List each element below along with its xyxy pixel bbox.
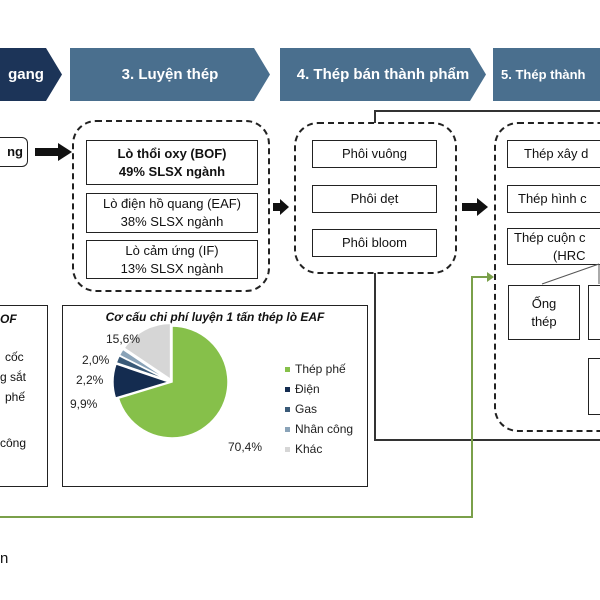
bof-panel: OF cốc g sắt phế công bbox=[0, 305, 48, 487]
pie-chart bbox=[112, 322, 229, 439]
pie-label: 70,4% bbox=[228, 440, 263, 454]
hrc-branch-lines bbox=[541, 263, 600, 285]
finished-product-item: Thép cuộn c (HRC bbox=[507, 228, 600, 265]
item-label: Thép hình c bbox=[518, 191, 587, 207]
semi-product-item: Phôi dẹt bbox=[312, 185, 437, 213]
step-2-label: gang bbox=[8, 66, 44, 83]
item-label: Thép cuộn c (HRC bbox=[514, 229, 586, 263]
legend-label: Thép phế bbox=[295, 362, 346, 376]
connector-bottom bbox=[374, 439, 600, 441]
bof-panel-line: cốc bbox=[5, 350, 24, 364]
step-3-header: 3. Luyện thép bbox=[70, 48, 270, 101]
item-label: Phôi vuông bbox=[341, 146, 408, 162]
connector-bottom bbox=[374, 273, 376, 441]
legend-label: Gas bbox=[295, 402, 318, 416]
arrow-2-3-head bbox=[58, 143, 72, 161]
chart-legend: Thép phế Điện Gas Nhân công Khác bbox=[285, 359, 353, 459]
pie-slice-điện bbox=[112, 362, 172, 400]
legend-item: Thép phế bbox=[285, 359, 353, 379]
furnace-name: Lò điện hồ quang (EAF) bbox=[102, 196, 242, 212]
legend-swatch bbox=[285, 426, 290, 432]
item-label: Phôi dẹt bbox=[350, 191, 399, 207]
bof-panel-title: OF bbox=[0, 312, 17, 326]
arrow-2-3 bbox=[35, 148, 59, 156]
step-5-label: 5. Thép thành bbox=[501, 67, 586, 82]
item-label: Ống thép bbox=[531, 295, 557, 329]
legend-swatch bbox=[285, 386, 290, 392]
furnace-share: 49% SLSX ngành bbox=[118, 163, 226, 179]
step-4-label: 4. Thép bán thành phẩm bbox=[296, 66, 470, 83]
furnace-share: 13% SLSX ngành bbox=[120, 260, 224, 276]
step-2-header: gang bbox=[0, 48, 62, 101]
furnace-eaf: Lò điện hồ quang (EAF) 38% SLSX ngành bbox=[86, 193, 258, 233]
eaf-cost-chart-panel bbox=[62, 305, 368, 487]
legend-item: Điện bbox=[285, 379, 353, 399]
step-5-group bbox=[494, 122, 600, 432]
item-label: Phôi bloom bbox=[341, 235, 408, 251]
arrow-3-4 bbox=[273, 203, 281, 211]
finished-product-item: Thép xây d bbox=[507, 140, 600, 168]
finished-product-item: Thép hình c bbox=[507, 185, 600, 213]
pie-label: 2,0% bbox=[82, 353, 110, 367]
furnace-name: Lò thổi oxy (BOF) bbox=[117, 145, 227, 161]
sub-product-item bbox=[588, 285, 600, 340]
connector-top bbox=[374, 110, 600, 112]
chart-title: Cơ cấu chi phí luyện 1 tấn thép lò EAF bbox=[105, 310, 325, 324]
step-4-header: 4. Thép bán thành phẩm bbox=[280, 48, 486, 101]
scrap-feedback-line bbox=[471, 276, 473, 518]
legend-swatch bbox=[285, 446, 290, 452]
semi-product-item: Phôi bloom bbox=[312, 229, 437, 257]
furnace-share: 38% SLSX ngành bbox=[120, 214, 224, 229]
pie-slice-thép-phế bbox=[117, 325, 229, 439]
pie-label: 15,6% bbox=[106, 332, 141, 346]
arrow-4-5-head bbox=[477, 198, 488, 216]
furnace-if: Lò cảm ứng (IF) 13% SLSX ngành bbox=[86, 240, 258, 279]
pie-label: 9,9% bbox=[70, 397, 98, 411]
item-label: Thép xây d bbox=[524, 146, 589, 162]
step-2-box: ng bbox=[0, 137, 28, 167]
arrow-3-4-head bbox=[280, 199, 289, 215]
connector-top bbox=[374, 110, 376, 123]
scrap-feedback-arrow-head bbox=[487, 272, 494, 282]
footer-fragment: n bbox=[0, 550, 9, 567]
pie-label: 2,2% bbox=[76, 373, 104, 387]
legend-item: Nhân công bbox=[285, 419, 353, 439]
semi-product-item: Phôi vuông bbox=[312, 140, 437, 168]
furnace-bof: Lò thổi oxy (BOF) 49% SLSX ngành bbox=[86, 140, 258, 185]
legend-item: Khác bbox=[285, 439, 353, 459]
furnace-name: Lò cảm ứng (IF) bbox=[125, 242, 219, 258]
sub-product-pipe: Ống thép bbox=[508, 285, 580, 340]
legend-swatch bbox=[285, 366, 290, 372]
step-5-header: 5. Thép thành bbox=[493, 48, 600, 101]
bof-panel-line: phế bbox=[5, 390, 26, 404]
step-3-group bbox=[72, 120, 270, 292]
pie-slice-khác bbox=[123, 322, 172, 381]
bof-panel-line: g sắt bbox=[0, 370, 27, 384]
step-3-label: 3. Luyện thép bbox=[121, 66, 219, 83]
legend-swatch bbox=[285, 406, 290, 412]
legend-label: Điện bbox=[295, 382, 320, 396]
pie-slice-nhân-công bbox=[118, 348, 170, 382]
step-2-box-label: ng bbox=[7, 144, 23, 160]
legend-label: Khác bbox=[295, 442, 323, 456]
scrap-feedback-line bbox=[0, 516, 473, 518]
legend-item: Gas bbox=[285, 399, 353, 419]
bof-panel-line: công bbox=[0, 436, 27, 450]
scrap-feedback-line bbox=[471, 276, 488, 278]
legend-label: Nhân công bbox=[295, 422, 354, 436]
sub-product-item bbox=[588, 358, 600, 415]
arrow-4-5 bbox=[462, 203, 478, 211]
